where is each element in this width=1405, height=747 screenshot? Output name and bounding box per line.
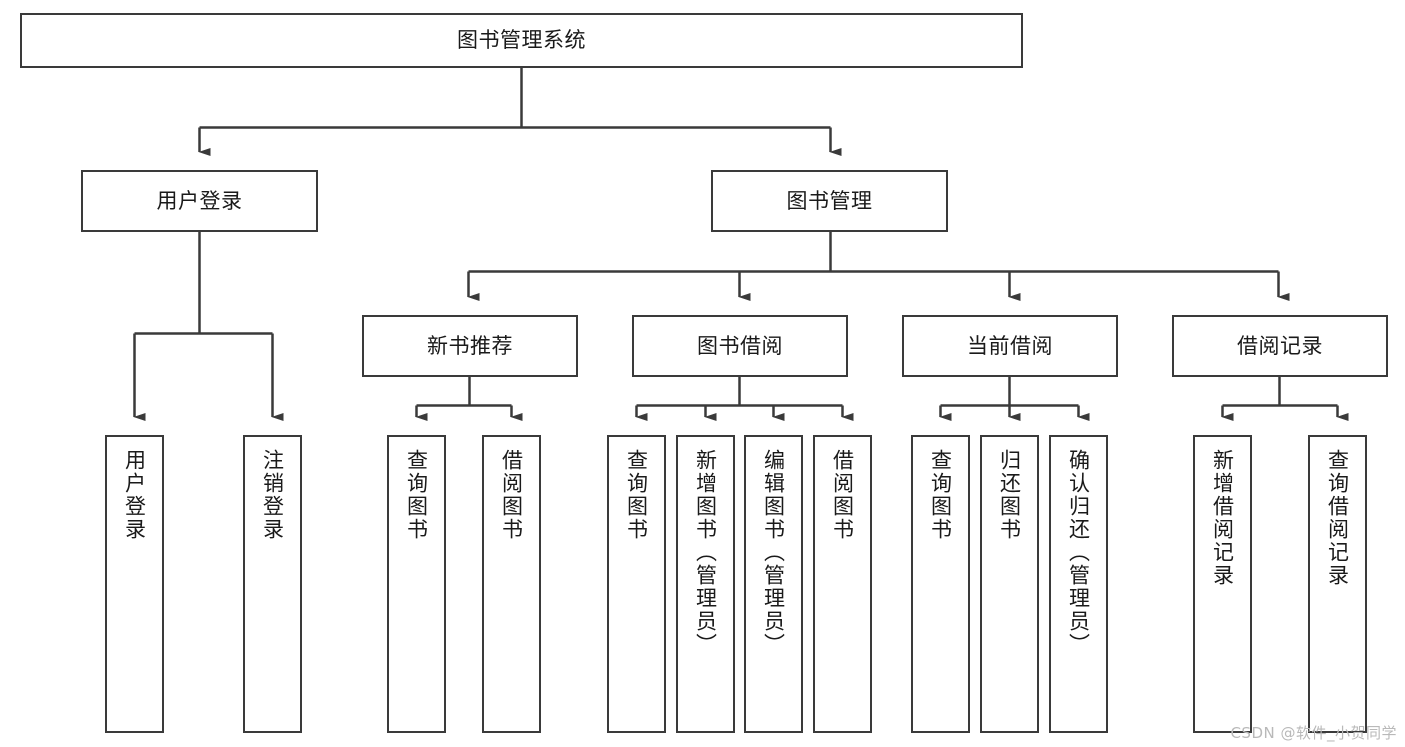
node-leaf-edit-book[interactable]: 编辑图书（管理员） bbox=[744, 435, 803, 733]
node-leaf-edit-book-label: 编辑图书（管理员） bbox=[761, 449, 786, 656]
node-leaf-logout-login[interactable]: 注销登录 bbox=[243, 435, 302, 733]
node-leaf-query-book-3-label: 查询图书 bbox=[928, 449, 953, 541]
node-leaf-user-login-label: 用户登录 bbox=[122, 449, 147, 541]
node-new-book-recommend[interactable]: 新书推荐 bbox=[362, 315, 578, 377]
node-leaf-query-borrow-record-label: 查询借阅记录 bbox=[1325, 449, 1350, 587]
node-leaf-return-book[interactable]: 归还图书 bbox=[980, 435, 1039, 733]
node-leaf-user-login[interactable]: 用户登录 bbox=[105, 435, 164, 733]
edge-group-book-management bbox=[467, 232, 1290, 301]
node-leaf-query-book-1-label: 查询图书 bbox=[404, 449, 429, 541]
edge-group-current-borrow bbox=[939, 377, 1090, 421]
node-user-login-label: 用户登录 bbox=[156, 188, 243, 213]
node-book-borrow-label: 图书借阅 bbox=[697, 333, 783, 358]
node-root-label: 图书管理系统 bbox=[457, 28, 586, 53]
node-borrow-record-label: 借阅记录 bbox=[1237, 333, 1323, 358]
node-leaf-query-borrow-record[interactable]: 查询借阅记录 bbox=[1308, 435, 1367, 733]
node-new-book-recommend-label: 新书推荐 bbox=[427, 333, 513, 358]
node-leaf-logout-login-label: 注销登录 bbox=[260, 449, 285, 541]
node-leaf-borrow-book-1[interactable]: 借阅图书 bbox=[482, 435, 541, 733]
node-current-borrow[interactable]: 当前借阅 bbox=[902, 315, 1118, 377]
node-leaf-borrow-book-1-label: 借阅图书 bbox=[499, 449, 524, 541]
node-book-management[interactable]: 图书管理 bbox=[711, 170, 948, 232]
node-leaf-add-book-label: 新增图书（管理员） bbox=[693, 449, 718, 656]
node-leaf-borrow-book-2[interactable]: 借阅图书 bbox=[813, 435, 872, 733]
node-leaf-return-book-label: 归还图书 bbox=[997, 449, 1022, 541]
node-leaf-confirm-return[interactable]: 确认归还（管理员） bbox=[1049, 435, 1108, 733]
edge-group-new-book-recommend bbox=[415, 377, 523, 421]
node-current-borrow-label: 当前借阅 bbox=[967, 333, 1053, 358]
node-leaf-add-borrow-record[interactable]: 新增借阅记录 bbox=[1193, 435, 1252, 733]
node-book-management-label: 图书管理 bbox=[786, 188, 873, 213]
node-leaf-query-book-2[interactable]: 查询图书 bbox=[607, 435, 666, 733]
edge-group-borrow-record bbox=[1221, 377, 1349, 421]
edge-group-user-login bbox=[133, 232, 284, 421]
node-book-borrow[interactable]: 图书借阅 bbox=[632, 315, 848, 377]
node-leaf-add-borrow-record-label: 新增借阅记录 bbox=[1210, 449, 1235, 587]
edge-group-root bbox=[198, 68, 842, 156]
node-borrow-record[interactable]: 借阅记录 bbox=[1172, 315, 1388, 377]
node-leaf-borrow-book-2-label: 借阅图书 bbox=[830, 449, 855, 541]
node-user-login[interactable]: 用户登录 bbox=[81, 170, 318, 232]
node-leaf-query-book-1[interactable]: 查询图书 bbox=[387, 435, 446, 733]
node-root[interactable]: 图书管理系统 bbox=[20, 13, 1023, 68]
node-leaf-add-book[interactable]: 新增图书（管理员） bbox=[676, 435, 735, 733]
edge-group-book-borrow bbox=[635, 377, 854, 421]
node-leaf-confirm-return-label: 确认归还（管理员） bbox=[1066, 449, 1091, 656]
node-leaf-query-book-3[interactable]: 查询图书 bbox=[911, 435, 970, 733]
csdn-watermark: CSDN @软件_小贺同学 bbox=[1230, 724, 1397, 742]
node-leaf-query-book-2-label: 查询图书 bbox=[624, 449, 649, 541]
